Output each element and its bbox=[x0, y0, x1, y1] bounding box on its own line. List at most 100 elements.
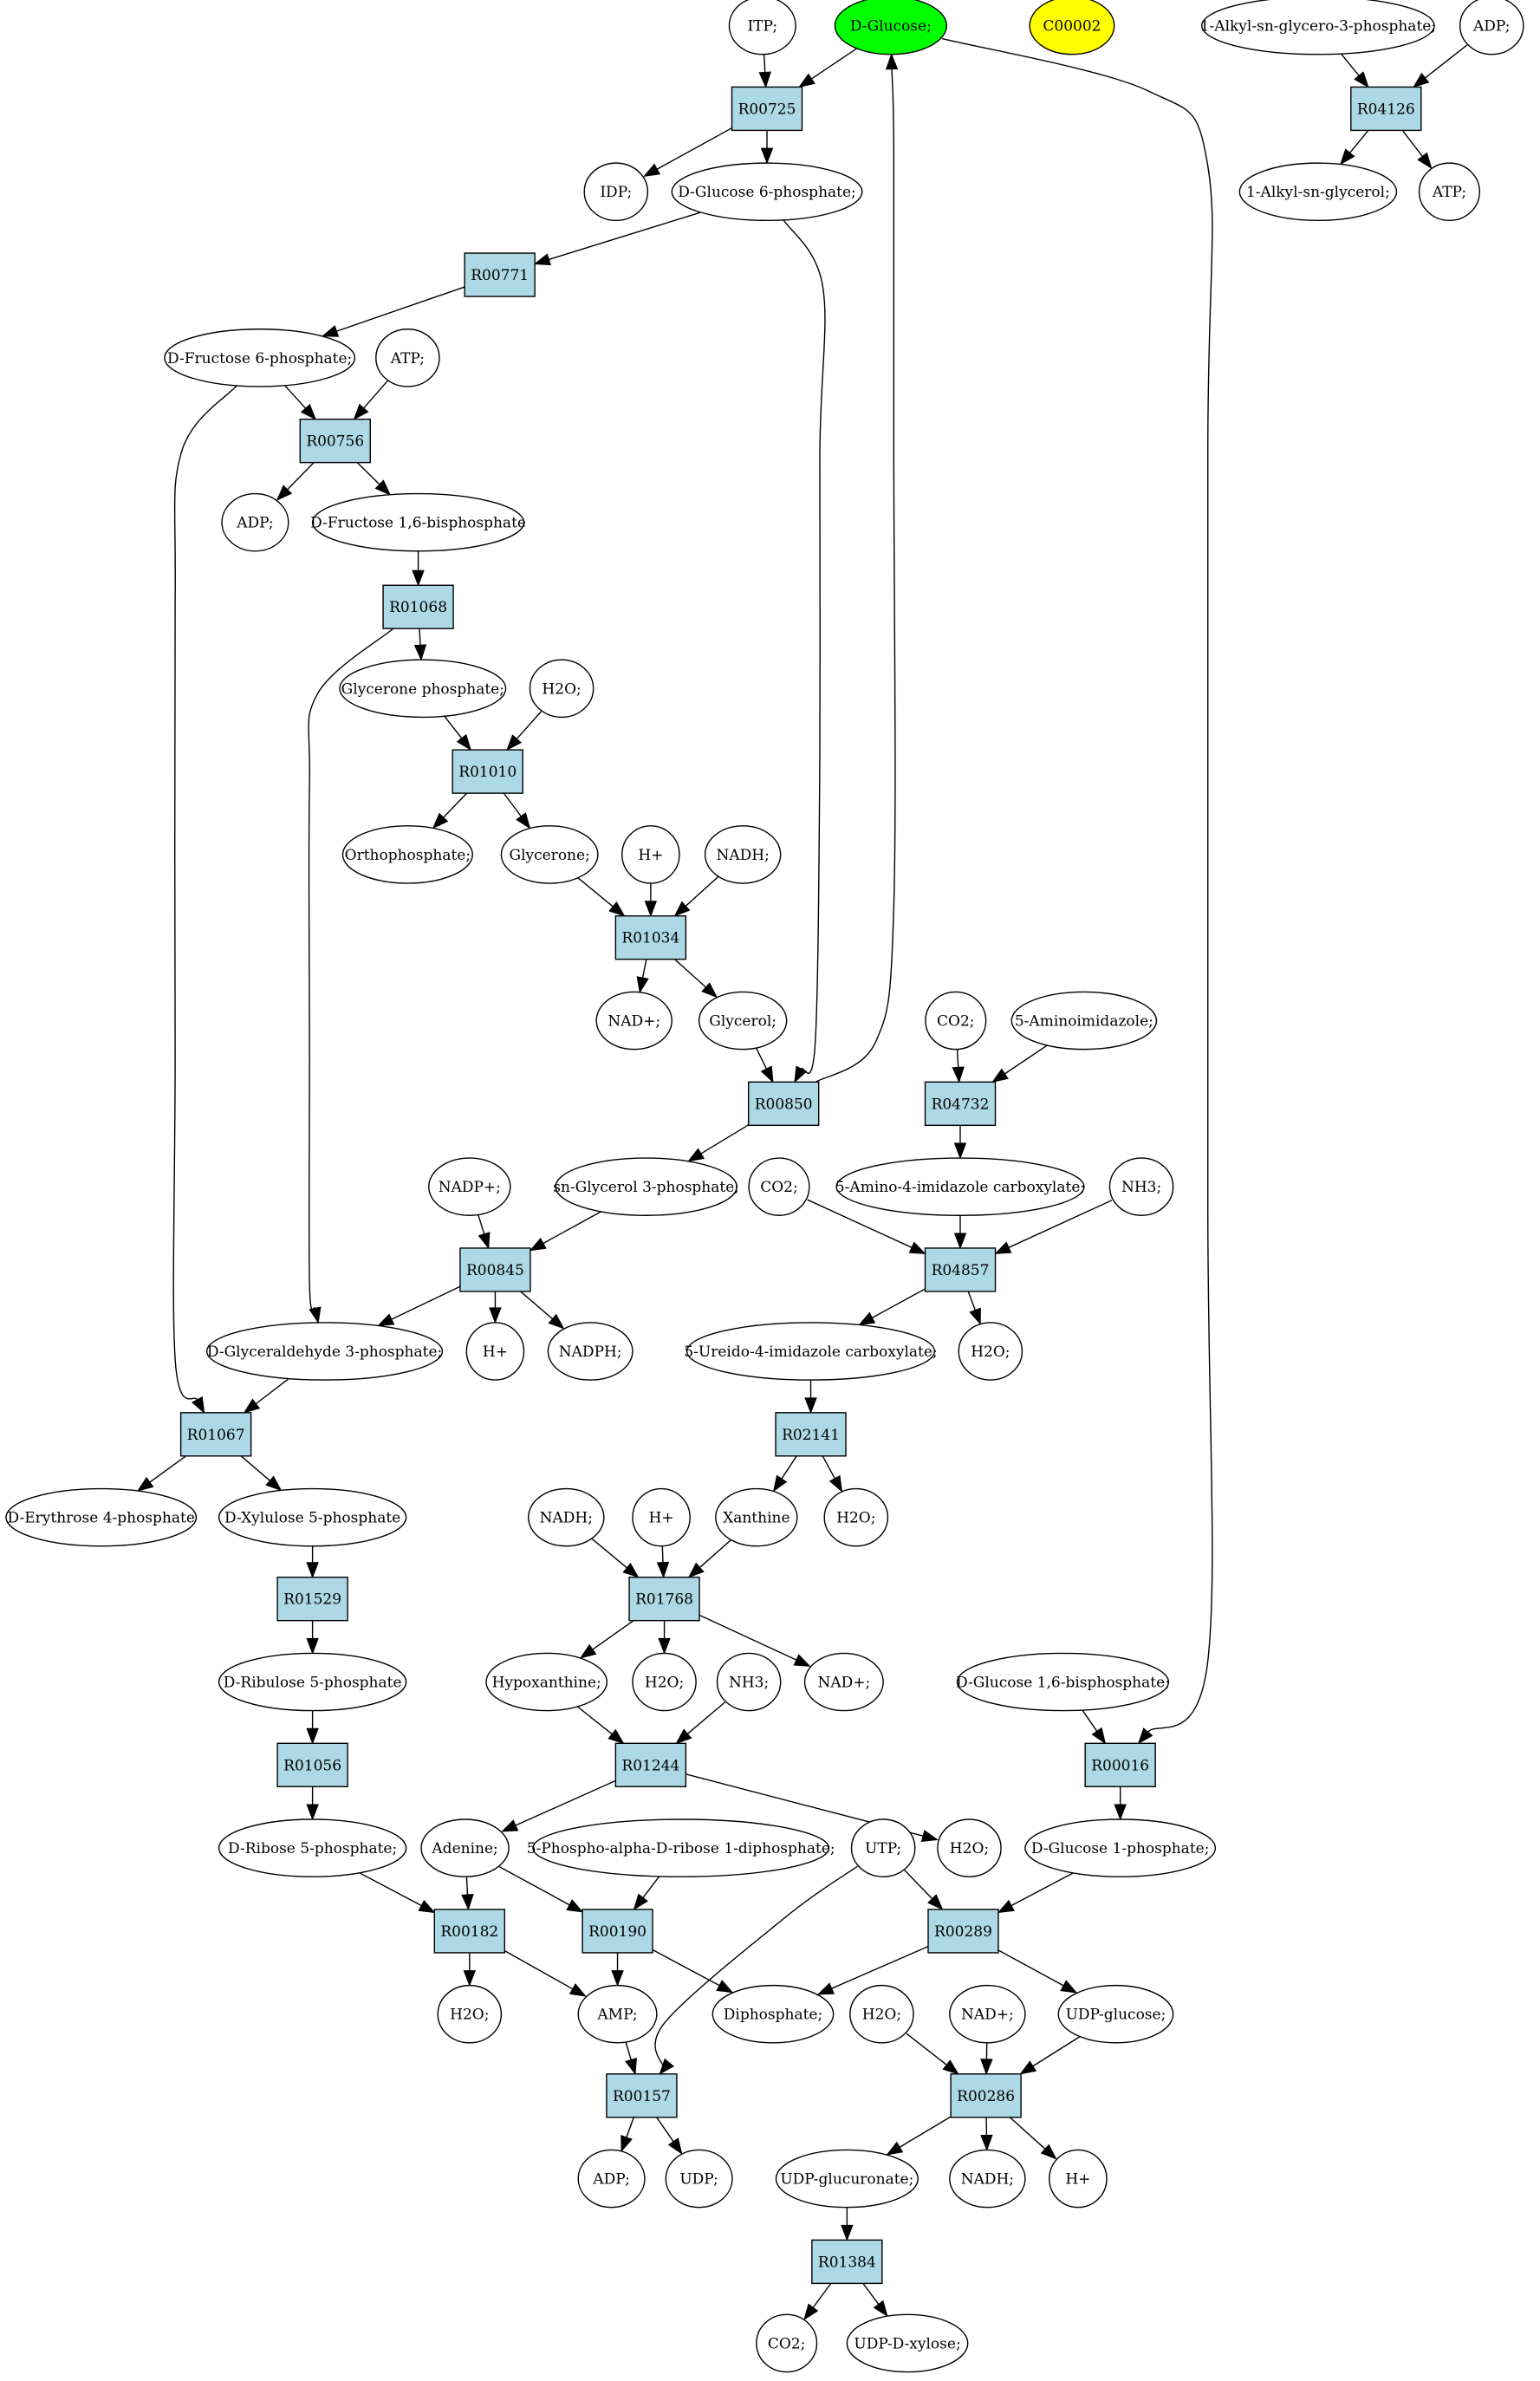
reaction-node-r04857[interactable]: R04857 bbox=[924, 1247, 997, 1292]
compound-node-glycerol[interactable]: Glycerol; bbox=[698, 991, 788, 1051]
reaction-node-r00157[interactable]: R00157 bbox=[606, 2073, 678, 2118]
node-label: D-Glyceraldehyde 3-phosphate; bbox=[207, 1343, 442, 1361]
compound-node-adp3[interactable]: ADP; bbox=[577, 2149, 646, 2209]
compound-node-nadplus_2[interactable]: NAD+; bbox=[803, 1652, 884, 1712]
reaction-node-r00182[interactable]: R00182 bbox=[433, 1909, 506, 1954]
compound-ellipse bbox=[728, 0, 796, 55]
reaction-node-r01529[interactable]: R01529 bbox=[276, 1576, 348, 1622]
compound-node-hplus_3[interactable]: H+ bbox=[632, 1487, 691, 1547]
compound-node-glycerone[interactable]: Glycerone; bbox=[500, 825, 599, 884]
reaction-node-r04732[interactable]: R04732 bbox=[924, 1081, 997, 1127]
compound-node-atp2[interactable]: ATP; bbox=[375, 329, 440, 387]
reaction-node-r00845[interactable]: R00845 bbox=[459, 1247, 531, 1292]
compound-node-dglc16bp[interactable]: D-Glucose 1,6-bisphosphate; bbox=[956, 1652, 1170, 1712]
reaction-node-r00771[interactable]: R00771 bbox=[464, 252, 536, 297]
compound-node-nadplus_3[interactable]: NAD+; bbox=[949, 1984, 1026, 2044]
reaction-node-r01384[interactable]: R01384 bbox=[811, 2239, 883, 2285]
compound-node-alkylglycerol[interactable]: 1-Alkyl-sn-glycerol; bbox=[1238, 162, 1398, 222]
reaction-node-r01244[interactable]: R01244 bbox=[614, 1742, 687, 1787]
compound-node-udp[interactable]: UDP; bbox=[665, 2149, 733, 2209]
compound-node-amp[interactable]: AMP; bbox=[577, 1984, 658, 2044]
compound-node-hplus_4[interactable]: H+ bbox=[1049, 2149, 1108, 2209]
reaction-node-r01010[interactable]: R01010 bbox=[452, 749, 523, 794]
node-label: Glycerone; bbox=[509, 847, 589, 864]
compound-node-h2o_5[interactable]: H2O; bbox=[937, 1818, 1002, 1877]
reaction-node-r00725[interactable]: R00725 bbox=[731, 86, 803, 132]
reaction-node-r01034[interactable]: R01034 bbox=[614, 915, 687, 960]
compound-node-ureidocarbox[interactable]: 5-Ureido-4-imidazole carboxylate; bbox=[684, 1322, 938, 1381]
reaction-node-r00756[interactable]: R00756 bbox=[299, 418, 371, 464]
compound-node-nadh_3[interactable]: NADH; bbox=[949, 2149, 1026, 2209]
compound-node-diphosphate[interactable]: Diphosphate; bbox=[712, 1984, 835, 2044]
compound-node-nh3_2[interactable]: NH3; bbox=[716, 1652, 782, 1712]
compound-node-xanthine[interactable]: Xanthine bbox=[715, 1487, 798, 1547]
compound-node-hplus_2[interactable]: H+ bbox=[465, 1322, 525, 1381]
compound-node-nh3_1[interactable]: NH3; bbox=[1108, 1157, 1174, 1216]
compound-node-dfru16bp[interactable]: D-Fructose 1,6-bisphosphate bbox=[310, 492, 526, 552]
compound-node-dribulose5p[interactable]: D-Ribulose 5-phosphate bbox=[218, 1652, 407, 1712]
compound-node-alkylglyc3p[interactable]: 1-Alkyl-sn-glycero-3-phosphate; bbox=[1200, 0, 1436, 55]
compound-node-co2_2[interactable]: CO2; bbox=[748, 1157, 810, 1216]
compound-node-dribose5p[interactable]: D-Ribose 5-phosphate; bbox=[218, 1818, 407, 1877]
compound-node-h2o_2[interactable]: H2O; bbox=[958, 1322, 1023, 1381]
edge-glycerol-to-r00850 bbox=[756, 1047, 768, 1070]
compound-node-snglyc3p[interactable]: sn-Glycerol 3-phosphate; bbox=[553, 1157, 739, 1216]
compound-node-utp[interactable]: UTP; bbox=[850, 1818, 916, 1877]
edge-dglc6p-to-r00771 bbox=[549, 211, 701, 261]
edge-snglyc3p-to-r00845 bbox=[543, 1211, 601, 1245]
compound-node-udpxylose[interactable]: UDP-D-xylose; bbox=[846, 2313, 969, 2373]
reaction-node-r01768[interactable]: R01768 bbox=[628, 1576, 700, 1622]
compound-node-udpglucose[interactable]: UDP-glucose; bbox=[1057, 1984, 1174, 2044]
compound-node-nadph[interactable]: NADPH; bbox=[547, 1322, 634, 1381]
reaction-node-r04126[interactable]: R04126 bbox=[1350, 86, 1422, 132]
compound-node-h2o_6[interactable]: H2O; bbox=[437, 1984, 503, 2044]
compound-node-prpp[interactable]: 5-Phospho-alpha-D-ribose 1-diphosphate; bbox=[527, 1818, 835, 1877]
reaction-node-r01056[interactable]: R01056 bbox=[276, 1742, 348, 1787]
compound-node-aminoimidazole[interactable]: 5-Aminoimidazole; bbox=[1010, 991, 1158, 1051]
compound-node-atp_top[interactable]: ATP; bbox=[1418, 162, 1481, 222]
compound-node-nadh_1[interactable]: NADH; bbox=[704, 825, 782, 884]
compound-node-adp2[interactable]: ADP; bbox=[221, 492, 289, 552]
compound-node-orthophosphate[interactable]: Orthophosphate; bbox=[341, 825, 473, 884]
compound-node-c00002[interactable]: C00002 bbox=[1029, 0, 1115, 55]
compound-node-nadh_2[interactable]: NADH; bbox=[528, 1487, 605, 1547]
compound-node-itp[interactable]: ITP; bbox=[728, 0, 796, 55]
edge-nh3_1-to-r04857 bbox=[1008, 1200, 1113, 1248]
compound-node-dgap[interactable]: D-Glyceraldehyde 3-phosphate; bbox=[205, 1322, 444, 1381]
compound-node-derythrose4p[interactable]: D-Erythrose 4-phosphate bbox=[5, 1487, 198, 1547]
node-label: R00286 bbox=[957, 2088, 1015, 2105]
compound-node-h2o_7[interactable]: H2O; bbox=[849, 1984, 914, 2044]
reaction-node-r00286[interactable]: R00286 bbox=[950, 2073, 1022, 2118]
compound-node-co2_1[interactable]: CO2; bbox=[925, 991, 987, 1051]
compound-node-co2_3[interactable]: CO2; bbox=[756, 2313, 818, 2373]
reaction-node-r01068[interactable]: R01068 bbox=[382, 584, 454, 629]
compound-node-idp[interactable]: IDP; bbox=[583, 162, 649, 222]
reaction-node-r02141[interactable]: R02141 bbox=[775, 1412, 847, 1457]
compound-node-aicarbox[interactable]: 5-Amino-4-imidazole carboxylate; bbox=[835, 1157, 1085, 1216]
reaction-node-r00016[interactable]: R00016 bbox=[1084, 1742, 1156, 1787]
compound-node-dfru6p[interactable]: D-Fructose 6-phosphate; bbox=[164, 329, 356, 387]
compound-node-hplus_1[interactable]: H+ bbox=[621, 825, 680, 884]
compound-node-nadplus_1[interactable]: NAD+; bbox=[595, 991, 673, 1051]
compound-node-udpglucuronate[interactable]: UDP-glucuronate; bbox=[775, 2149, 919, 2209]
compound-node-h2o_3[interactable]: H2O; bbox=[823, 1487, 889, 1547]
edge-r01244-to-h2o_5-arrowhead bbox=[920, 1830, 939, 1843]
reaction-node-r01067[interactable]: R01067 bbox=[179, 1412, 252, 1457]
compound-node-dglc1p[interactable]: D-Glucose 1-phosphate; bbox=[1024, 1818, 1217, 1877]
reaction-node-r00190[interactable]: R00190 bbox=[582, 1909, 653, 1954]
compound-node-dxylulose5p[interactable]: D-Xylulose 5-phosphate bbox=[218, 1487, 407, 1547]
compound-node-nadpplus[interactable]: NADP+; bbox=[428, 1157, 511, 1216]
edge-dglc6p-to-r00850-arrowhead bbox=[794, 1065, 808, 1083]
compound-node-glyceronep[interactable]: Glycerone phosphate; bbox=[339, 659, 507, 719]
reaction-node-r00850[interactable]: R00850 bbox=[747, 1081, 820, 1127]
edge-dglucose-to-r00016 bbox=[941, 37, 1213, 1733]
compound-node-adenine[interactable]: Adenine; bbox=[420, 1818, 510, 1877]
compound-node-h2o_1[interactable]: H2O; bbox=[529, 659, 595, 719]
compound-node-dglucose[interactable]: D-Glucose; bbox=[834, 0, 948, 55]
compound-node-hypoxanthine[interactable]: Hypoxanthine; bbox=[485, 1652, 608, 1712]
compound-node-dglc6p[interactable]: D-Glucose 6-phosphate; bbox=[671, 162, 863, 222]
compound-node-adp_top[interactable]: ADP; bbox=[1459, 0, 1524, 55]
compound-node-h2o_4[interactable]: H2O; bbox=[632, 1652, 697, 1712]
edge-dglucose-to-r00725 bbox=[811, 48, 857, 80]
reaction-node-r00289[interactable]: R00289 bbox=[927, 1909, 999, 1954]
